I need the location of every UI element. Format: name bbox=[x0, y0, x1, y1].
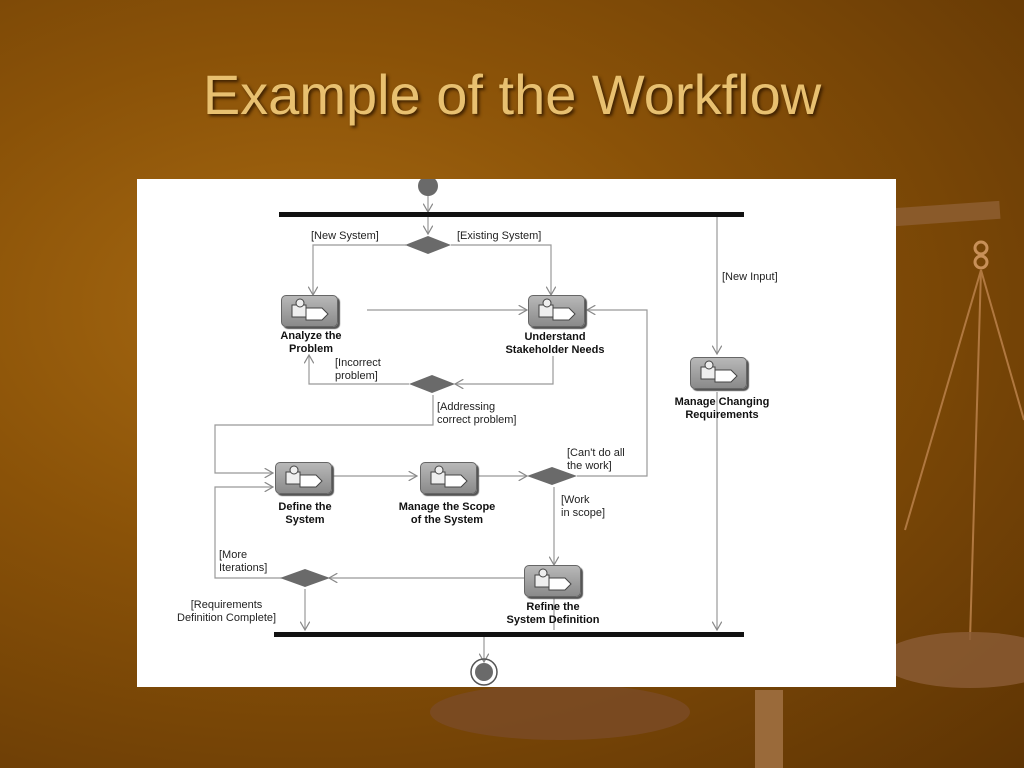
guard-existing-system: [Existing System] bbox=[457, 230, 542, 242]
guard-addressing-correct: [Addressing correct problem] bbox=[437, 401, 517, 426]
guard-requirements-complete: [Requirements Definition Complete] bbox=[177, 599, 277, 624]
activity-icon-understand bbox=[528, 295, 585, 327]
top-sync-bar bbox=[279, 212, 744, 217]
activity-icon-define bbox=[275, 462, 332, 494]
decision-correct-problem bbox=[409, 375, 455, 393]
guard-incorrect-problem: [Incorrect problem] bbox=[335, 357, 381, 382]
activity-icon-refine bbox=[524, 565, 581, 597]
guard-work-in-scope: [Work in scope] bbox=[561, 494, 606, 519]
diagram-panel: Analyze the Problem Understand Stakehold… bbox=[137, 179, 896, 687]
activity-manage-changing-label: Manage Changing Requirements bbox=[674, 396, 770, 421]
activity-icon-analyze bbox=[281, 295, 338, 327]
decision-iterations bbox=[280, 569, 330, 587]
activity-define-label: Define the System bbox=[278, 501, 332, 526]
decision-system-type bbox=[405, 236, 451, 254]
activity-analyze-label: Analyze the Problem bbox=[280, 330, 342, 355]
bottom-sync-bar bbox=[274, 632, 744, 637]
slide-title: Example of the Workflow bbox=[202, 63, 822, 126]
guard-new-input: [New Input] bbox=[722, 271, 778, 283]
activity-icon-manage-changing bbox=[690, 357, 747, 389]
guard-more-iterations: [More Iterations] bbox=[219, 549, 268, 574]
decision-scope bbox=[527, 467, 577, 485]
workflow-lines bbox=[214, 179, 744, 686]
activity-manage-scope-label: Manage the Scope of the System bbox=[398, 501, 496, 526]
end-node bbox=[470, 658, 498, 686]
guard-new-system: [New System] bbox=[311, 230, 379, 242]
start-node bbox=[418, 179, 438, 196]
activity-icon-manage-scope bbox=[420, 462, 477, 494]
guard-cant-do-all: [Can't do all the work] bbox=[567, 447, 625, 472]
activity-refine-label: Refine the System Definition bbox=[506, 601, 600, 626]
activity-understand-label: Understand Stakeholder Needs bbox=[505, 331, 605, 356]
